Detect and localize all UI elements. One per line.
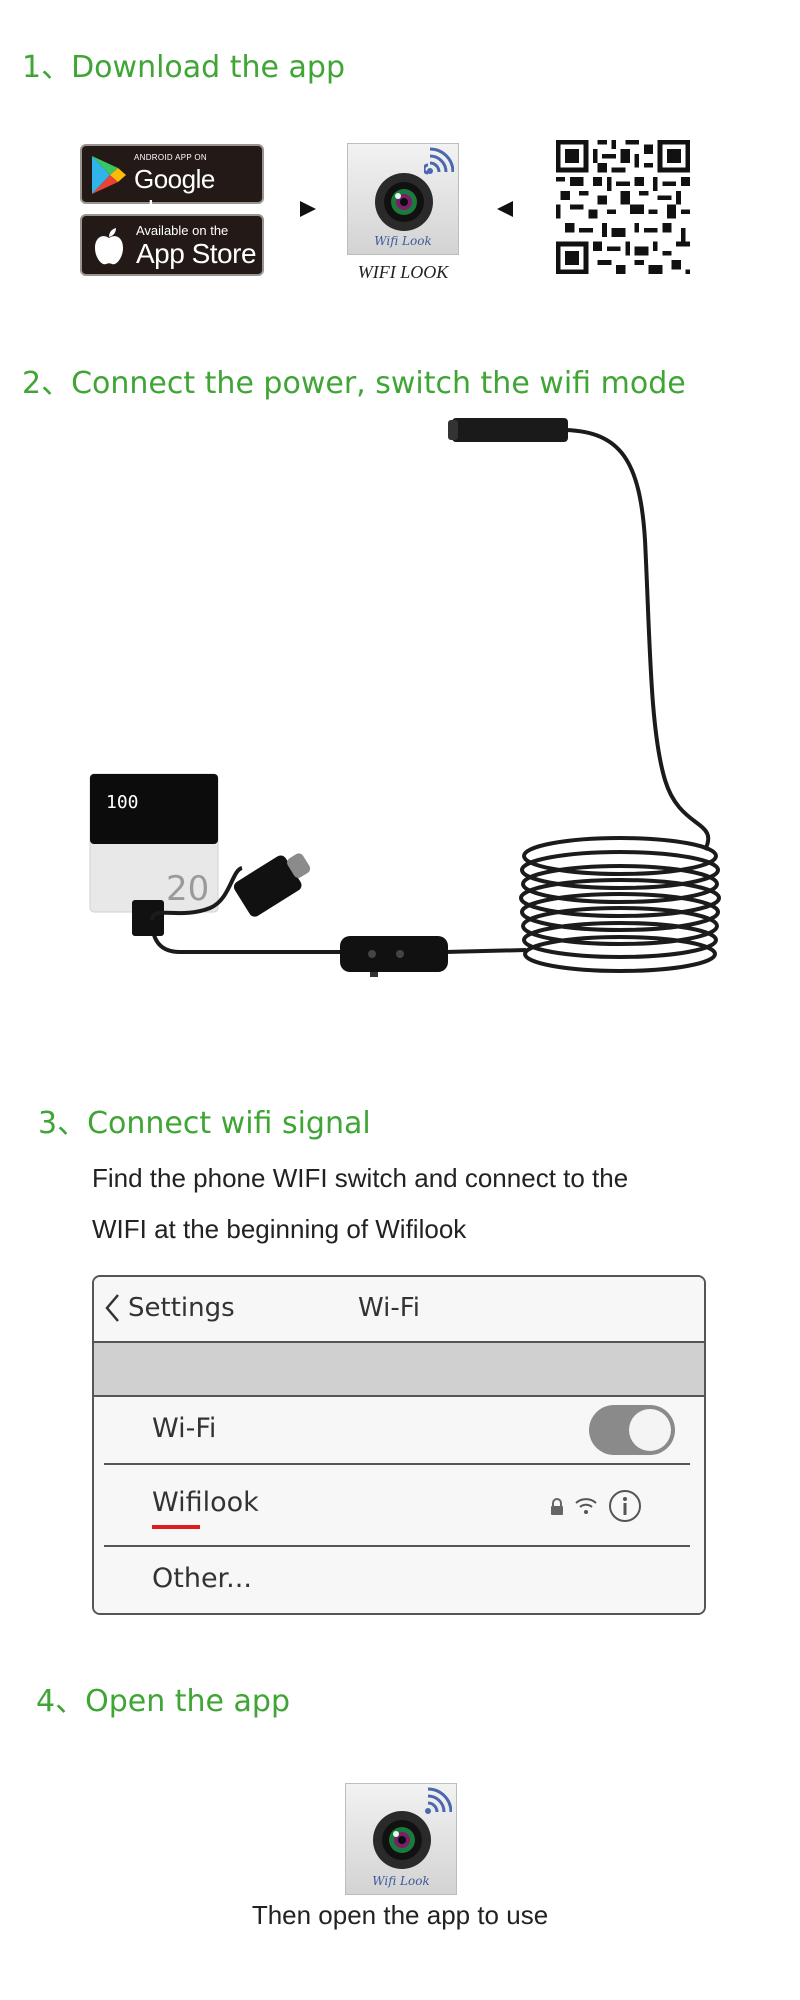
network-name-underline: [152, 1525, 200, 1529]
app-caption: WIFI LOOK: [357, 262, 449, 282]
settings-header: Settings Wi-Fi: [94, 1277, 704, 1341]
section-gap: [94, 1343, 704, 1395]
wifi-toggle[interactable]: [589, 1405, 675, 1455]
qr-code[interactable]: [556, 140, 690, 274]
row-divider-1: [104, 1463, 690, 1465]
chevron-left-icon[interactable]: [104, 1293, 120, 1323]
apple-logo-icon: [95, 228, 123, 265]
wifi-row-label: Wi-Fi: [152, 1413, 217, 1444]
wifi-look-app-icon[interactable]: Wifi Look: [347, 143, 459, 255]
instruction-line-1: Find the phone WIFI switch and connect t…: [92, 1163, 629, 1193]
network-row-wifilook[interactable]: Wifilook: [94, 1465, 704, 1545]
wifi-signal-icon: [424, 147, 454, 175]
app-icon-label: Wifi Look: [374, 234, 432, 248]
wifi-look-app-icon-bottom[interactable]: Wifi Look: [345, 1783, 457, 1895]
wifi-toggle-knob: [629, 1409, 671, 1451]
info-icon[interactable]: [608, 1489, 642, 1523]
band-divider: [94, 1395, 704, 1397]
wifi-icon: [575, 1498, 597, 1514]
step1-title: 1、Download the app: [22, 50, 345, 85]
google-play-triangle-icon: [92, 156, 126, 194]
app-store-badge[interactable]: Available on the App Store: [80, 214, 264, 276]
step4-title: 4、Open the app: [36, 1684, 290, 1719]
endoscope-illustration: 100 20: [89, 418, 721, 977]
other-label: Other...: [152, 1563, 252, 1594]
arrow-left-icon: [497, 201, 513, 217]
instruction-line-2: WIFI at the beginning of Wifilook: [92, 1214, 467, 1244]
step3-title: 3、Connect wifi signal: [38, 1106, 371, 1141]
final-caption: Then open the app to use: [251, 1900, 549, 1930]
wifi-settings-panel: Settings Wi-Fi Wi-Fi Wifilook: [92, 1275, 706, 1615]
power-bank-display: 100: [106, 792, 139, 813]
camera-lens-icon: [373, 1811, 431, 1869]
step2-title: 2、Connect the power, switch the wifi mod…: [22, 366, 686, 401]
lock-icon: [551, 1498, 563, 1515]
google-play-badge[interactable]: ANDROID APP ON Google play: [80, 144, 264, 225]
google-play-small-text: ANDROID APP ON: [134, 153, 207, 162]
app-icon-label: Wifi Look: [372, 1874, 430, 1888]
other-network-row[interactable]: Other...: [94, 1547, 704, 1613]
network-name: Wifilook: [152, 1487, 259, 1518]
app-store-main-text: App Store: [136, 238, 257, 269]
row-divider-2: [104, 1545, 690, 1547]
camera-lens-icon: [375, 173, 433, 231]
wifi-signal-icon: [425, 1787, 452, 1814]
wifi-toggle-row: Wi-Fi: [94, 1397, 704, 1463]
settings-panel-title: Wi-Fi: [358, 1293, 421, 1323]
header-divider: [94, 1341, 704, 1343]
app-store-small-text: Available on the: [136, 223, 229, 238]
arrow-right-icon: [300, 201, 316, 217]
power-bank-brand: 20: [166, 869, 209, 909]
settings-back-button[interactable]: Settings: [128, 1293, 235, 1323]
